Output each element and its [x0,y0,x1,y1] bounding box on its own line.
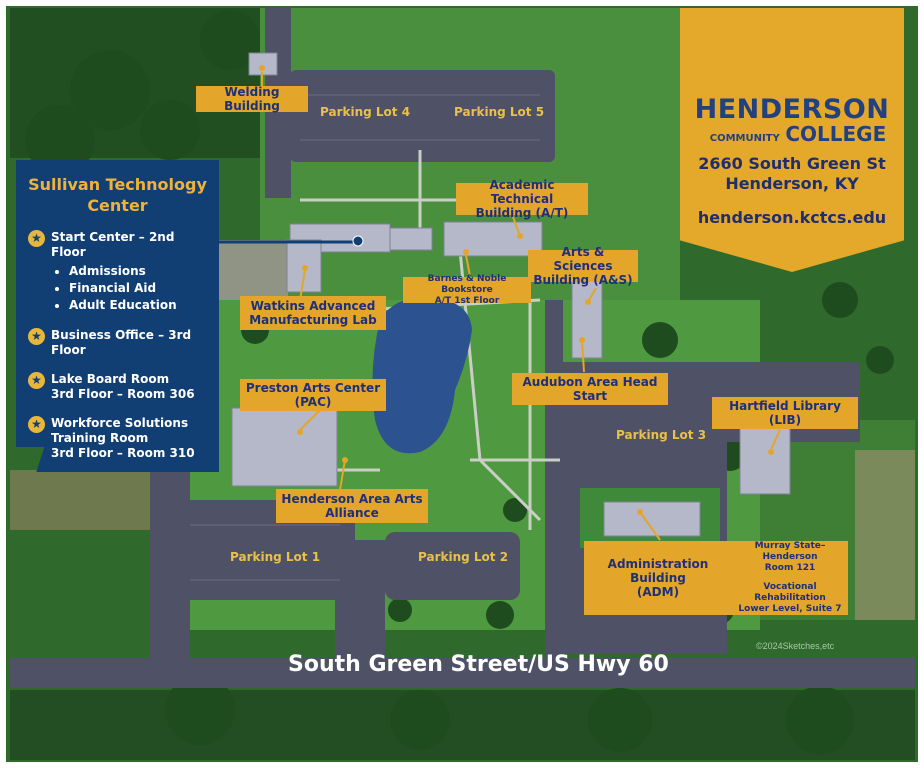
academic-technical-line1: Academic Technical [489,178,555,206]
lake-board-room-label: Lake Board Room [51,372,170,386]
start-center-sub-financial-aid: Financial Aid [69,280,207,297]
college-website[interactable]: henderson.kctcs.edu [697,208,887,227]
college-name-small: COMMUNITY [709,133,780,144]
vocational-line1: Vocational Rehabilitation [754,582,826,603]
sullivan-item-start-center: ★ Start Center – 2nd Floor Admissions Fi… [28,230,207,314]
academic-technical-line2: Building (A/T) [475,206,569,220]
label-henderson-area-arts-alliance[interactable]: Henderson Area Arts Alliance [276,489,428,523]
administration-main: Administration Building (ADM) [584,557,732,599]
watkins-line1: Watkins Advanced [250,299,376,313]
arts-alliance-line1: Henderson Area Arts [281,492,423,506]
audubon-text: Audubon Area Head Start [522,375,658,403]
college-address-line1: 2660 South Green St [698,154,886,173]
administration-line1: Administration Building [607,557,709,585]
label-academic-technical-building[interactable]: Academic Technical Building (A/T) [456,178,588,220]
label-barnes-noble-bookstore[interactable]: Barnes & Noble Bookstore A/T 1st Floor [403,273,531,306]
watkins-line2: Manufacturing Lab [249,313,377,327]
welding-building-text: Welding Building [224,85,280,113]
parking-lot-2-label: Parking Lot 2 [418,550,509,564]
copyright-text: ©2024Sketches,etc [756,641,835,651]
bookstore-line1: Barnes & Noble Bookstore [427,273,507,295]
star-icon: ★ [28,372,45,389]
sullivan-marker [352,235,364,247]
sullivan-title: Sullivan Technology Center [28,174,207,216]
arts-sciences-line2: Building (A&S) [533,273,633,287]
sullivan-title-line1: Sullivan Technology [28,175,207,194]
sullivan-item-workforce-solutions: ★ Workforce Solutions Training Room 3rd … [28,416,207,461]
college-info-panel: HENDERSON COMMUNITY COLLEGE 2660 South G… [680,8,904,272]
workforce-solutions-room: Training Room [51,431,149,445]
murray-line1: Murray State–Henderson [754,541,826,562]
vocational-line2: Lower Level, Suite 7 [738,604,842,614]
hartfield-line2: (LIB) [768,413,802,427]
murray-line2: Room 121 [764,563,816,573]
college-name-line2: COMMUNITY COLLEGE [698,122,898,146]
star-icon: ★ [28,328,45,345]
college-name-big: COLLEGE [785,122,887,146]
parking-lot-3-label: Parking Lot 3 [616,428,707,442]
label-welding-building[interactable]: Welding Building [196,85,308,113]
preston-line1: Preston Arts Center [245,381,381,395]
label-administration-building[interactable]: Administration Building (ADM) Murray Sta… [584,541,848,615]
label-preston-arts-center[interactable]: Preston Arts Center (PAC) [240,379,386,411]
college-address: 2660 South Green St Henderson, KY [680,154,904,194]
label-hartfield-library[interactable]: Hartfield Library (LIB) [712,397,858,429]
administration-offices: Murray State–Henderson Room 121 Vocation… [732,541,848,615]
star-icon: ★ [28,416,45,433]
college-address-line2: Henderson, KY [725,174,859,193]
sullivan-item-lake-board-room: ★ Lake Board Room 3rd Floor – Room 306 [28,372,207,402]
preston-line2: (PAC) [294,395,332,409]
parking-lot-4-label: Parking Lot 4 [320,105,411,119]
bookstore-line2: A/T 1st Floor [434,295,500,306]
start-center-sub-adult-education: Adult Education [69,297,207,314]
sullivan-technology-center-panel: Sullivan Technology Center ★ Start Cente… [16,160,219,472]
star-icon: ★ [28,230,45,247]
sullivan-title-line2: Center [87,196,148,215]
college-name-line1: HENDERSON [694,94,890,125]
administration-line2: (ADM) [636,585,680,599]
start-center-sub-admissions: Admissions [69,263,207,280]
label-audubon-area-head-start[interactable]: Audubon Area Head Start [512,373,668,405]
workforce-solutions-location: 3rd Floor – Room 310 [51,446,195,460]
hartfield-line1: Hartfield Library [729,399,841,413]
parking-lot-1-label: Parking Lot 1 [230,550,321,564]
lake-board-room-location: 3rd Floor – Room 306 [51,387,195,401]
lake [372,297,472,454]
label-watkins-manufacturing-lab[interactable]: Watkins Advanced Manufacturing Lab [240,296,386,330]
start-center-label: Start Center – 2nd Floor [51,230,175,259]
street-label: South Green Street/US Hwy 60 [288,652,669,677]
business-office-label: Business Office – 3rd Floor [51,328,192,357]
label-arts-sciences-building[interactable]: Arts & Sciences Building (A&S) [528,245,638,287]
arts-alliance-line2: Alliance [325,506,379,520]
parking-lot-5-label: Parking Lot 5 [454,105,545,119]
sullivan-item-business-office: ★ Business Office – 3rd Floor [28,328,207,358]
arts-sciences-line1: Arts & Sciences [553,245,613,273]
workforce-solutions-label: Workforce Solutions [51,416,189,430]
